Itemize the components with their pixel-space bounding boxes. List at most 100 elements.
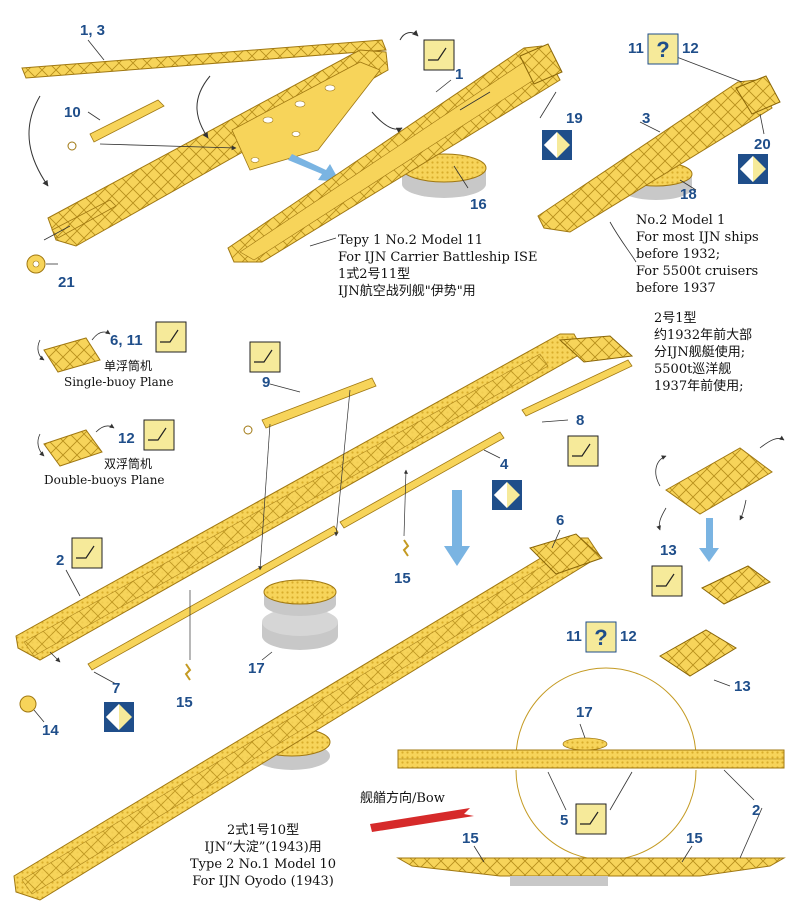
part-10-ring <box>67 141 77 151</box>
callout-19: 19 <box>566 110 583 127</box>
bow-arrow <box>370 808 474 832</box>
turntable-17-arc <box>515 667 697 759</box>
callout-12-b: 12 <box>620 628 637 645</box>
caption-oyodo-line-4: For IJN Oyodo (1943) <box>192 874 334 889</box>
callout-1: 1 <box>455 66 464 83</box>
callout-5: 5 <box>560 812 569 829</box>
turntable-17-top <box>263 579 337 605</box>
part-10-rail <box>89 99 165 143</box>
caption-oyodo: 2式1号10型 IJN“大淀”(1943)用 Type 2 No.1 Model… <box>190 822 336 890</box>
callout-7: 7 <box>112 680 121 697</box>
caption-model1-cn-line-1: 2号1型 <box>654 311 697 326</box>
fold-instruction-icon <box>104 702 134 732</box>
callout-4: 4 <box>500 456 509 473</box>
callout-20: 20 <box>754 136 771 153</box>
ise-cradle-19 <box>519 43 563 85</box>
callout-18: 18 <box>680 186 697 203</box>
part-7-strip <box>87 525 339 671</box>
callout-3: 3 <box>642 110 651 127</box>
model1-catapult <box>537 79 773 233</box>
caption-model1-en: No.2 Model 1 For most IJN ships before 1… <box>636 212 759 297</box>
callout-11: 11 <box>628 40 644 57</box>
callout-15-c: 15 <box>462 830 479 847</box>
bend-arrow-a <box>28 95 49 187</box>
type2-catapult-group <box>15 333 634 723</box>
double-buoy-en: Double-buoys Plane <box>44 473 165 487</box>
caption-ise-line-2: For IJN Carrier Battleship ISE <box>338 250 538 265</box>
callout-13-b: 13 <box>734 678 751 695</box>
callout-6: 6 <box>556 512 565 529</box>
caption-oyodo-line-3: Type 2 No.1 Model 10 <box>190 857 337 872</box>
callout-17: 17 <box>248 660 265 677</box>
bow-cradle-8 <box>558 335 634 363</box>
caption-oyodo-line-2: IJN“大淀”(1943)用 <box>204 840 322 855</box>
fold-instruction-icon <box>492 480 522 510</box>
double-buoy-cn: 双浮筒机 <box>104 457 153 471</box>
callout-11-b: 11 <box>566 628 582 645</box>
bend-arrow-c <box>371 111 403 134</box>
double-buoy-cradle <box>43 429 103 467</box>
question-mark-optional-icon: ? <box>585 621 617 653</box>
callout-6-11: 6, 11 <box>110 332 143 349</box>
caption-model1-en-line-1: No.2 Model 1 <box>636 213 726 228</box>
bend-instruction-icon <box>567 435 599 467</box>
callout-15-d: 15 <box>686 830 703 847</box>
bend-instruction-icon <box>155 321 187 353</box>
bend-instruction-icon <box>71 537 103 569</box>
caption-model1-cn-line-4: 5500t巡洋舰 <box>654 362 732 377</box>
cradle-13-group <box>655 435 785 687</box>
fold-instruction-icon <box>738 154 768 184</box>
caption-model1-cn: 2号1型 约1932年前大部 分IJN舰艇使用; 5500t巡洋舰 1937年前… <box>654 310 752 395</box>
caption-model1-cn-line-5: 1937年前使用; <box>654 379 744 394</box>
blue-arrow-down-1 <box>444 490 470 566</box>
question-mark-optional-icon: ? <box>647 33 679 65</box>
fold-instruction-icon <box>542 130 572 160</box>
instruction-icons: ? ? <box>71 33 768 835</box>
bend-instruction-icon <box>143 419 175 451</box>
caption-model1-en-line-4: For 5500t cruisers <box>636 264 759 279</box>
elevation-views <box>396 667 786 886</box>
callout-14: 14 <box>42 722 59 739</box>
part-21-comb <box>51 199 117 239</box>
side-truss-long <box>21 39 387 79</box>
callout-16: 16 <box>470 196 487 213</box>
bend-instruction-icon <box>423 39 455 71</box>
oyodo-catapult-group <box>13 529 603 901</box>
bend-instruction-icon <box>249 341 281 373</box>
callout-12: 12 <box>682 40 699 57</box>
model1-catapult-group <box>537 55 781 263</box>
callout-15-b: 15 <box>176 694 193 711</box>
caption-model1-en-line-5: before 1937 <box>636 281 716 296</box>
callout-17-b: 17 <box>576 704 593 721</box>
blue-arrow-down-2 <box>699 518 719 562</box>
blue-arrow-ise <box>288 154 340 182</box>
ise-catapult-group <box>21 30 563 274</box>
bend-arrow-b <box>196 75 211 139</box>
callout-2: 2 <box>56 552 65 569</box>
caption-model1-cn-line-2: 约1932年前大部 <box>654 328 753 343</box>
caption-model1-en-line-3: before 1932; <box>636 247 721 262</box>
buoy-cradles <box>37 329 115 467</box>
part-4-strip <box>339 431 505 529</box>
svg-text:?: ? <box>594 625 607 650</box>
callout-1-3: 1, 3 <box>80 22 106 39</box>
svg-text:?: ? <box>656 37 669 62</box>
bow-direction-label: 舰艏方向/Bow <box>360 791 445 806</box>
callout-8: 8 <box>576 412 585 429</box>
callout-9: 9 <box>262 374 271 391</box>
cradle-13-final <box>659 629 737 677</box>
single-buoy-cradle <box>43 337 101 373</box>
caption-oyodo-line-1: 2式1号10型 <box>226 823 300 838</box>
caption-ise-line-3: 1式2号11型 <box>338 267 411 282</box>
caption-ise: Tepy 1 No.2 Model 11 For IJN Carrier Bat… <box>338 232 537 300</box>
part-9-rail <box>261 377 377 429</box>
part-8-rail <box>521 359 633 417</box>
callout-2-b: 2 <box>752 802 761 819</box>
cradle-13-assembled <box>701 565 771 605</box>
caption-ise-line-1: Tepy 1 No.2 Model 11 <box>338 233 484 248</box>
callout-15: 15 <box>394 570 411 587</box>
caption-model1-en-line-2: For most IJN ships <box>636 230 759 245</box>
cradle-13-exploded <box>665 447 773 515</box>
single-buoy-cn: 单浮筒机 <box>104 359 153 373</box>
